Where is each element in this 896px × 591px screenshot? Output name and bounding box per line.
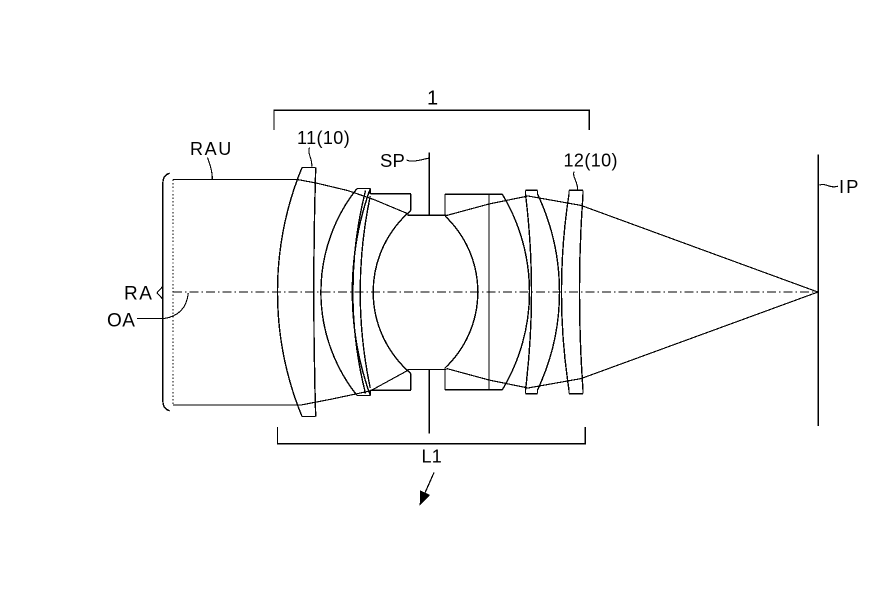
svg-text:L1: L1 [422,446,442,466]
svg-text:12(10): 12(10) [564,151,618,171]
svg-text:RAU: RAU [190,139,233,159]
svg-text:SP: SP [380,150,405,171]
svg-text:RA: RA [124,283,153,304]
svg-text:IP: IP [839,176,860,197]
svg-text:11(10): 11(10) [297,128,350,148]
svg-text:1: 1 [427,88,438,110]
svg-text:OA: OA [107,310,135,331]
